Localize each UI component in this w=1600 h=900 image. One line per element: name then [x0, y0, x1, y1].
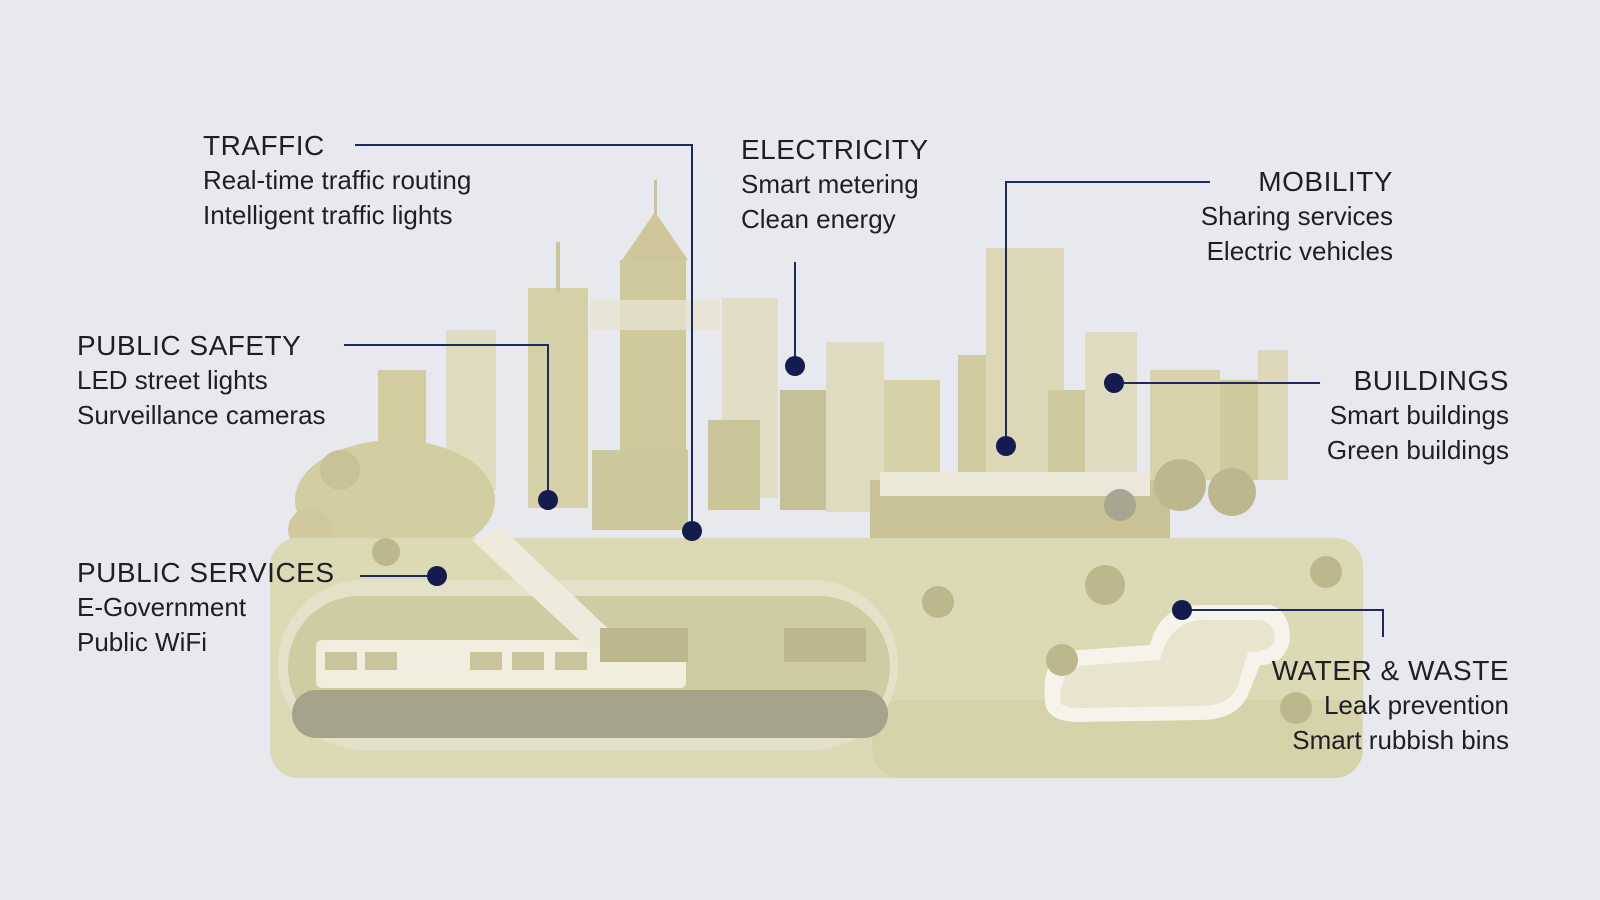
buildings-label: BUILDINGS Smart buildings Green building…: [1327, 363, 1509, 468]
public-services-label: PUBLIC SERVICES E-Government Public WiFi: [77, 555, 335, 660]
mobility-item: Sharing services: [1200, 201, 1393, 231]
traffic-title: TRAFFIC: [203, 130, 325, 161]
mobility-label: MOBILITY Sharing services Electric vehic…: [1201, 164, 1393, 269]
electricity-marker[interactable]: [785, 356, 805, 376]
water-waste-title: WATER & WASTE: [1271, 655, 1509, 686]
mobility-title: MOBILITY: [1258, 166, 1393, 197]
leader-lines: [344, 144, 1384, 637]
public-safety-title: PUBLIC SAFETY: [77, 330, 302, 361]
mobility-marker[interactable]: [996, 436, 1016, 456]
traffic-label: TRAFFIC Real-time traffic routing Intell…: [203, 128, 471, 233]
electricity-title: ELECTRICITY: [741, 134, 929, 165]
buildings-item: Green buildings: [1326, 435, 1509, 465]
water-waste-label: WATER & WASTE Leak prevention Smart rubb…: [1272, 653, 1509, 758]
electricity-item: Clean energy: [741, 204, 896, 234]
escalator: [472, 528, 620, 650]
public-services-item: Public WiFi: [77, 627, 208, 657]
water-waste-item: Smart rubbish bins: [1292, 725, 1509, 755]
public-services-marker[interactable]: [427, 566, 447, 586]
mobility-item: Electric vehicles: [1206, 236, 1393, 266]
public-services-title: PUBLIC SERVICES: [77, 557, 335, 588]
public-safety-marker[interactable]: [538, 490, 558, 510]
traffic-item: Real-time traffic routing: [203, 165, 472, 195]
electricity-item: Smart metering: [741, 169, 919, 199]
public-safety-item: LED street lights: [77, 365, 268, 395]
traffic-item: Intelligent traffic lights: [203, 200, 453, 230]
public-safety-item: Surveillance cameras: [77, 400, 326, 430]
buildings-marker[interactable]: [1104, 373, 1124, 393]
public-safety-label: PUBLIC SAFETY LED street lights Surveill…: [77, 328, 326, 433]
buildings-title: BUILDINGS: [1353, 365, 1509, 396]
buildings-item: Smart buildings: [1329, 400, 1509, 430]
water-waste-item: Leak prevention: [1323, 690, 1509, 720]
public-services-item: E-Government: [77, 592, 247, 622]
water-waste-marker[interactable]: [1172, 600, 1192, 620]
electricity-label: ELECTRICITY Smart metering Clean energy: [741, 132, 929, 237]
traffic-marker[interactable]: [682, 521, 702, 541]
